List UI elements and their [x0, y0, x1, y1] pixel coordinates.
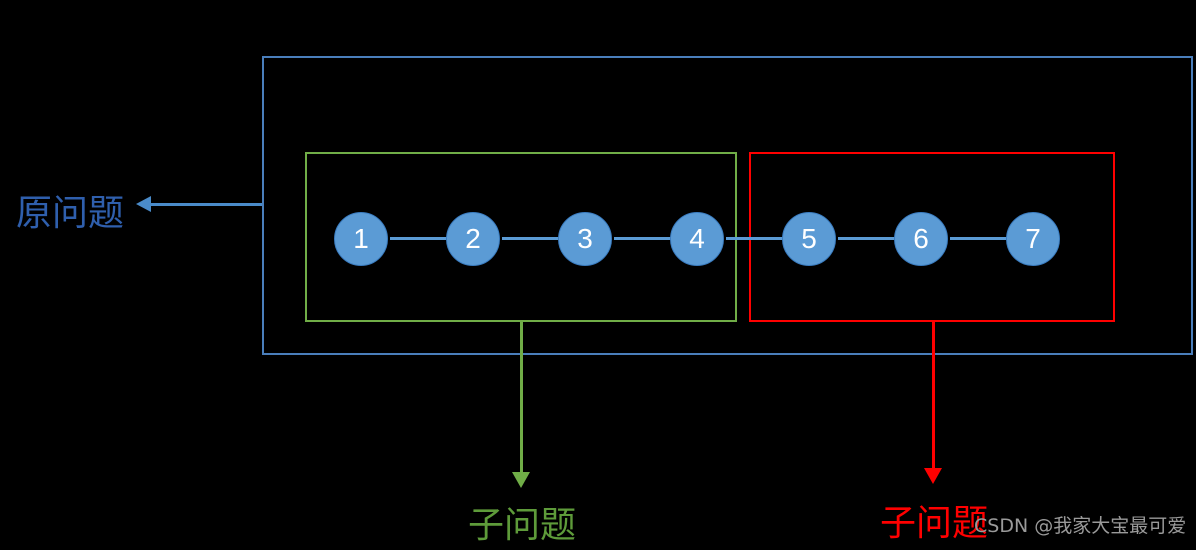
watermark: CSDN @我家大宝最可爱: [974, 515, 1187, 537]
outer-problem-box: [262, 56, 1193, 355]
left-subproblem-label: 子问题: [468, 505, 577, 545]
edge-6-7: [950, 237, 1018, 240]
original-problem-arrow-line: [150, 203, 262, 206]
edge-5-6: [838, 237, 906, 240]
right-subproblem-arrow-icon: [924, 468, 942, 484]
edge-2-3: [502, 237, 570, 240]
edge-3-4: [614, 237, 682, 240]
original-problem-label: 原问题: [16, 193, 125, 233]
node-7[interactable]: 7: [1006, 212, 1060, 266]
node-3[interactable]: 3: [558, 212, 612, 266]
node-4[interactable]: 4: [670, 212, 724, 266]
edge-4-5: [726, 237, 794, 240]
edge-1-2: [390, 237, 458, 240]
node-5[interactable]: 5: [782, 212, 836, 266]
right-subproblem-label: 子问题: [880, 503, 989, 543]
node-1[interactable]: 1: [334, 212, 388, 266]
left-subproblem-arrow-line: [520, 322, 523, 474]
left-subproblem-arrow-icon: [512, 472, 530, 488]
original-problem-arrow-icon: [136, 196, 151, 212]
node-2[interactable]: 2: [446, 212, 500, 266]
node-6[interactable]: 6: [894, 212, 948, 266]
right-subproblem-arrow-line: [932, 322, 935, 470]
